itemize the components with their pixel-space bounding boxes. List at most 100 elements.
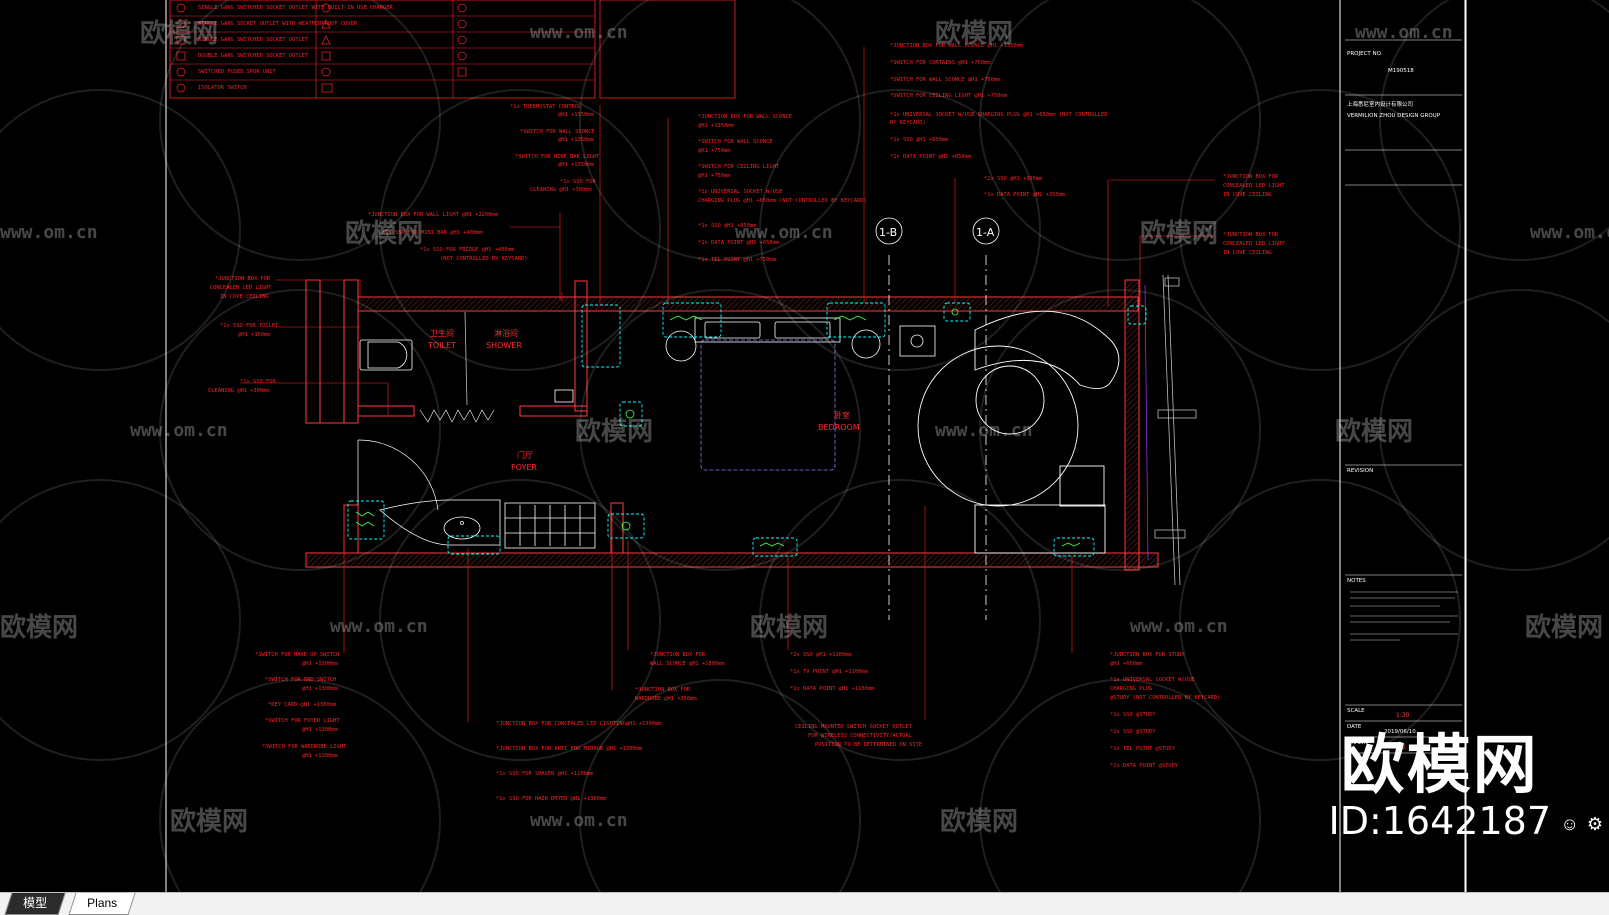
svg-text:欧模网: 欧模网 [1335, 416, 1413, 447]
svg-text:欧模网: 欧模网 [345, 218, 423, 249]
svg-text:@H1 +650mm: @H1 +650mm [1110, 661, 1142, 667]
svg-text:*SWITCH FOR CURTAINS @H1 +750m: *SWITCH FOR CURTAINS @H1 +750mm [890, 60, 991, 66]
annotation-cove-right: *JUNCTION BOX FOR CONCEALED LED LIGHT IN… [1223, 174, 1285, 198]
status-icons: ☺⚙ [1552, 814, 1603, 835]
svg-text:*SWITCH FOR CEILING LIGHT @H1: *SWITCH FOR CEILING LIGHT @H1 +750mm [890, 93, 1007, 99]
svg-text:CONCEALED LED LIGHT: CONCEALED LED LIGHT [210, 285, 272, 291]
leader-lines [240, 47, 1215, 722]
section-marker-1b: 1-B [879, 226, 897, 239]
annotation-wall-sconce-left: *JUNCTION BOX FOR WALL SCONCE @H1 +1350m… [698, 114, 867, 263]
svg-text:*JUNCTION BOX FOR STUDY: *JUNCTION BOX FOR STUDY [1110, 652, 1185, 658]
watermark-circles [0, 0, 1609, 893]
svg-text:*SWITCH FOR WALL SCONCE: *SWITCH FOR WALL SCONCE [698, 139, 773, 145]
annotation-sso-data: *2x SSO @H1 +350mm *1x DATA POINT @H1 +3… [984, 176, 1065, 198]
svg-text:*1x TV POINT @H1 +1100mm: *1x TV POINT @H1 +1100mm [790, 669, 868, 675]
svg-text:WARDROBE @H1 +350mm: WARDROBE @H1 +350mm [635, 696, 697, 702]
annotation-bottom-concealed: *JUNCTION BOX FOR CONCEALED LED LIGHTING… [496, 721, 662, 802]
svg-text:CLEANING @H1 +300mm: CLEANING @H1 +300mm [530, 187, 592, 193]
cad-viewport[interactable]: SINGLE GANG SWITCHED SOCKET OUTLET WITH … [0, 0, 1609, 893]
svg-text:*SWITCH FOR WALL SCONCE @H1 +7: *SWITCH FOR WALL SCONCE @H1 +750mm [890, 77, 1000, 83]
room-label-shower: SHOWER [486, 341, 522, 350]
svg-text:*1x SSO FOR FRIDGE @H1 +400mm: *1x SSO FOR FRIDGE @H1 +400mm [420, 247, 514, 253]
svg-text:*JUNCTION BOX FOR WALL SCONCE: *JUNCTION BOX FOR WALL SCONCE @H1 +1350m… [890, 43, 1023, 49]
svg-text:*SWITCH FOR DND SWITCH: *SWITCH FOR DND SWITCH [265, 677, 336, 683]
svg-text:*1x UNIVERSAL SOCKET W/USB: *1x UNIVERSAL SOCKET W/USB [1110, 677, 1194, 683]
annotation-wall-sconce-right: *JUNCTION BOX FOR WALL SCONCE @H1 +1350m… [890, 43, 1107, 160]
svg-text:*KEY CARD @H1 +1300mm: *KEY CARD @H1 +1300mm [268, 702, 336, 708]
svg-text:*1x DATA POINT @H1 +1100mm: *1x DATA POINT @H1 +1100mm [790, 686, 874, 692]
svg-text:*SWITCH FOR WARDROBE LIGHT: *SWITCH FOR WARDROBE LIGHT [262, 744, 347, 750]
svg-text:IN COVE CEILING: IN COVE CEILING [1223, 250, 1272, 256]
legend-table: SINGLE GANG SWITCHED SOCKET OUTLET WITH … [169, 0, 736, 99]
tab-plans[interactable]: Plans [68, 893, 136, 915]
svg-text:www.om.cn: www.om.cn [530, 810, 628, 831]
svg-text:A2: A2 [1398, 744, 1406, 751]
svg-text:*2x SSO @STUDY: *2x SSO @STUDY [1110, 729, 1156, 735]
svg-text:www.om.cn: www.om.cn [1130, 616, 1228, 637]
svg-text:*JUNCTION BOX FOR ANTI FOG MIR: *JUNCTION BOX FOR ANTI FOG MIRROR @H1 +1… [496, 746, 642, 752]
svg-text:www.om.cn: www.om.cn [1355, 22, 1453, 43]
svg-text:*JUNCTION BOX FOR: *JUNCTION BOX FOR [1223, 174, 1279, 180]
svg-text:*1x SSO FOR MINI BAR @H1 +400m: *1x SSO FOR MINI BAR @H1 +400mm [382, 230, 483, 236]
svg-text:@H1 +1350mm: @H1 +1350mm [558, 162, 594, 168]
svg-text:*1x DATA POINT @H1 +650mm: *1x DATA POINT @H1 +650mm [698, 240, 779, 246]
svg-text:CEILING MOUNTED SWITCH SOCKET: CEILING MOUNTED SWITCH SOCKET OUTLET [795, 724, 913, 730]
svg-text:www.om.cn: www.om.cn [530, 22, 628, 43]
svg-text:*SWITCH FOR WALL SCONCE: *SWITCH FOR WALL SCONCE [520, 129, 595, 135]
sheet-border [165, 0, 1467, 893]
svg-text:*JUNCTION BOX FOR: *JUNCTION BOX FOR [215, 276, 271, 282]
annotation-bottom-sso-tv: *2x SSO @H1 +1100mm *1x TV POINT @H1 +11… [790, 652, 874, 692]
gear-icon[interactable]: ⚙ [1586, 814, 1603, 834]
svg-text:*1x UNIVERSAL SOCKET W/USB: *1x UNIVERSAL SOCKET W/USB [698, 189, 782, 195]
svg-text:CONCEALED LED LIGHT: CONCEALED LED LIGHT [1223, 183, 1285, 189]
svg-text:*2x SSO @H1 +1100mm: *2x SSO @H1 +1100mm [790, 652, 852, 658]
svg-text:SINGLE GANG SWITCHED SOCKET OU: SINGLE GANG SWITCHED SOCKET OUTLET [198, 37, 309, 43]
svg-text:@H1 +1350mm: @H1 +1350mm [698, 123, 734, 129]
watermark-text: 欧模网 www.om.cn 欧模网 www.om.cn www.om.cn 欧模… [0, 18, 1609, 837]
tab-model[interactable]: 模型 [4, 893, 66, 915]
svg-text:*SWITCH FOR NINE BAR LIGHT: *SWITCH FOR NINE BAR LIGHT [515, 154, 600, 160]
svg-text:FOR WIRELESS CONNECTIVITY/ACTU: FOR WIRELESS CONNECTIVITY/ACTUAL [808, 733, 912, 739]
svg-text:*1x SSO @H1 +650mm: *1x SSO @H1 +650mm [890, 137, 948, 143]
svg-text:*JUNCTION BOX FOR: *JUNCTION BOX FOR [635, 687, 691, 693]
svg-text:PROJECT NO.: PROJECT NO. [1347, 51, 1383, 57]
svg-text:*1x DATA POINT @H1 +350mm: *1x DATA POINT @H1 +350mm [984, 192, 1065, 198]
svg-text:欧模网: 欧模网 [940, 806, 1018, 837]
svg-text:BY KEYCARD): BY KEYCARD) [890, 120, 926, 126]
svg-text:POSITION TO BE DETERMINED ON S: POSITION TO BE DETERMINED ON SITE [815, 742, 922, 748]
svg-text:*1x SSO FOR: *1x SSO FOR [240, 379, 276, 385]
svg-text:*1x TEL POINT @H1 +750mm: *1x TEL POINT @H1 +750mm [698, 257, 776, 263]
annotation-cove-left: *JUNCTION BOX FOR CONCEALED LED LIGHT IN… [210, 276, 272, 300]
svg-text:@STUDY (NOT CONTROLLED BY KEYC: @STUDY (NOT CONTROLLED BY KEYCARD) [1110, 695, 1220, 701]
svg-text:欧模网: 欧模网 [0, 612, 78, 643]
section-marker-1a: 1-A [976, 226, 995, 239]
svg-text:@H1 +1300mm: @H1 +1300mm [302, 686, 338, 692]
svg-text:*JUNCTION BOX FOR WALL SCONCE: *JUNCTION BOX FOR WALL SCONCE [698, 114, 792, 120]
svg-text:上海悉尼室内设计有限公司: 上海悉尼室内设计有限公司 [1347, 100, 1413, 108]
annotation-cove-right-2: *JUNCTION BOX FOR CONCEALED LED LIGHT IN… [1223, 232, 1285, 256]
svg-text:SINGLE GANG SWITCHED SOCKET OU: SINGLE GANG SWITCHED SOCKET OUTLET WITH … [198, 5, 393, 11]
svg-text:SCALE: SCALE [1347, 708, 1365, 714]
annotations: *1x THERMOSTAT CONTROL @H1 +1350mm *SWIT… [208, 43, 1285, 802]
svg-text:*1x SSO FOR: *1x SSO FOR [560, 179, 596, 185]
room-label-foyer: FOYER [511, 463, 537, 472]
smiley-icon[interactable]: ☺ [1560, 814, 1579, 834]
svg-text:VERMILION ZHOU DESIGN GROUP: VERMILION ZHOU DESIGN GROUP [1347, 113, 1441, 119]
svg-text:DRAWN: DRAWN [1347, 740, 1368, 746]
svg-text:M190518: M190518 [1388, 68, 1414, 74]
room-label-shower-cn: 淋浴间 [494, 328, 518, 338]
svg-text:*SWITCH FOR FOYER LIGHT: *SWITCH FOR FOYER LIGHT [265, 718, 340, 724]
svg-text:SWITCHED FUSED SPUR UNIT: SWITCHED FUSED SPUR UNIT [198, 69, 277, 75]
svg-text:欧模网: 欧模网 [140, 18, 218, 49]
svg-text:www.om.cn: www.om.cn [735, 222, 833, 243]
svg-text:1:30: 1:30 [1396, 712, 1410, 719]
room-label-toilet-cn: 卫生间 [430, 328, 454, 338]
svg-text:@H1 +750mm: @H1 +750mm [698, 148, 730, 154]
annotation-sso-cleaning: *1x SSO FOR CLEANING @H1 +300mm [208, 379, 276, 394]
svg-text:*JUNCTION BOX FOR: *JUNCTION BOX FOR [650, 652, 706, 658]
annotation-thermostat: *1x THERMOSTAT CONTROL @H1 +1350mm *SWIT… [510, 104, 600, 193]
svg-text:*1x DATA POINT @H1 +650mm: *1x DATA POINT @H1 +650mm [890, 154, 971, 160]
svg-text:欧模网: 欧模网 [575, 416, 653, 447]
svg-text:@H1 +1350mm: @H1 +1350mm [558, 112, 594, 118]
svg-text:DOUBLE GANG SWITCHED SOCKET OU: DOUBLE GANG SWITCHED SOCKET OUTLET [198, 53, 309, 59]
